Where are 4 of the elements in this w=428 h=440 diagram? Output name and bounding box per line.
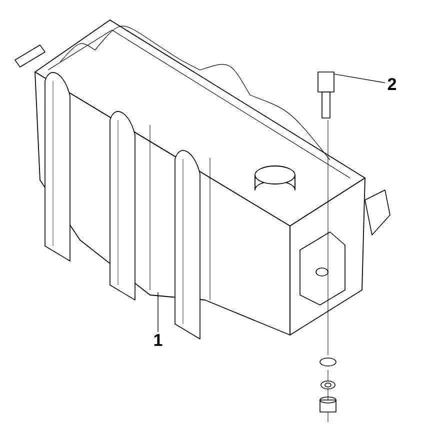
- callout-number: 1: [154, 334, 162, 346]
- leader-line: [334, 74, 386, 84]
- bolt-drawing: [318, 72, 334, 118]
- callout-number: 2: [388, 78, 396, 90]
